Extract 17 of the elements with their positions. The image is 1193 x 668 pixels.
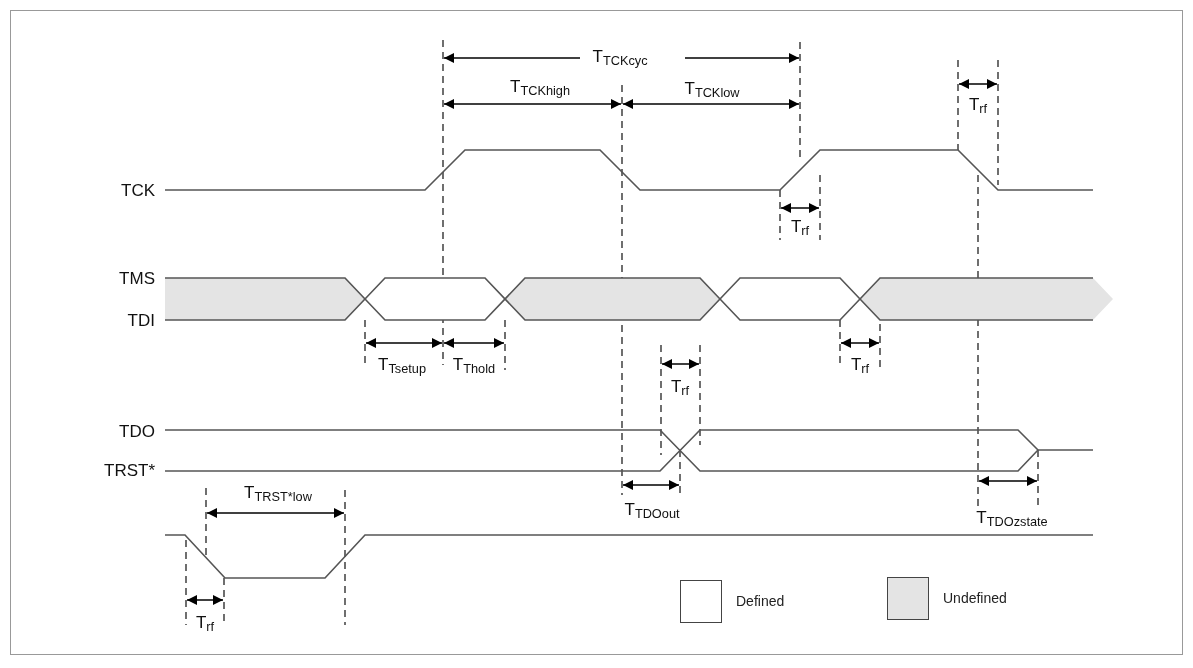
timing-parameter-label: T$_{TDOout}$: [624, 500, 680, 518]
timing-parameter-label: T$_{rf}$: [195, 613, 215, 631]
timing-parameter-label: T$_{rf}$: [968, 95, 988, 113]
signal-name: TDI: [127, 311, 155, 329]
legend-label: Defined: [736, 592, 785, 611]
timing-parameter-label: T$_{TCKlow}$: [684, 79, 740, 97]
timing-parameter-label: T$_{Thold}$: [452, 355, 496, 373]
timing-parameter-label: T$_{TDOzstate}$: [976, 508, 1048, 526]
signal-name: TCK: [121, 181, 155, 199]
timing-parameter-label: T$_{TRST*low}$: [244, 483, 312, 501]
timing-parameter-label: T$_{rf}$: [670, 377, 690, 395]
timing-parameter-label: T$_{rf}$: [850, 355, 870, 373]
signal-name: TMS: [119, 269, 155, 287]
signal-name: TDO: [119, 422, 155, 440]
legend-label: Undefined: [943, 589, 1007, 608]
timing-parameter-label: T$_{rf}$: [790, 217, 810, 235]
signal-name: TRST*: [104, 461, 155, 479]
